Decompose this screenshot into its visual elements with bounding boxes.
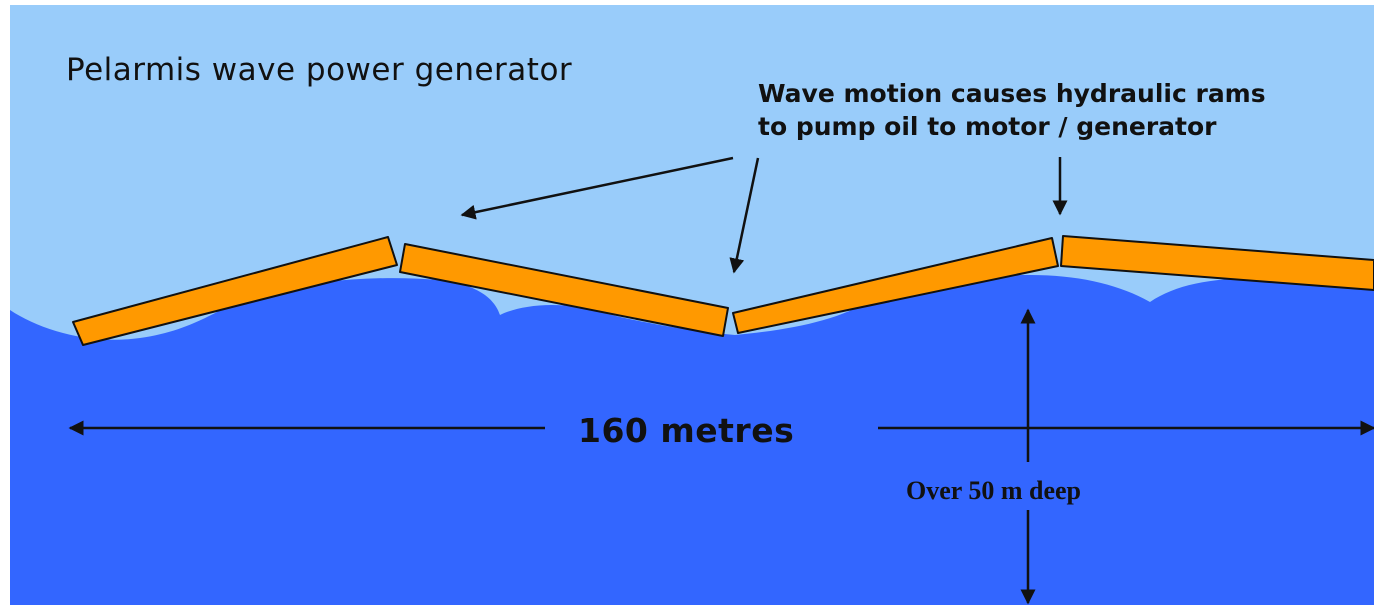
width-label: 160 metres xyxy=(578,411,795,450)
depth-label: Over 50 m deep xyxy=(906,476,1081,505)
pointer-arrow xyxy=(729,157,760,274)
caption-line-1: Wave motion causes hydraulic rams xyxy=(758,79,1266,108)
pointer-arrow xyxy=(460,156,734,220)
generator-segment xyxy=(732,237,1059,334)
generator-segment xyxy=(1060,235,1374,291)
generator-segment xyxy=(399,243,729,337)
sea-water xyxy=(10,275,1374,605)
pointer-arrows xyxy=(460,156,1068,274)
diagram-title: Pelarmis wave power generator xyxy=(66,52,573,88)
generator-segments xyxy=(72,235,1374,346)
generator-segment xyxy=(72,236,398,346)
caption-line-2: to pump oil to motor / generator xyxy=(758,112,1217,141)
